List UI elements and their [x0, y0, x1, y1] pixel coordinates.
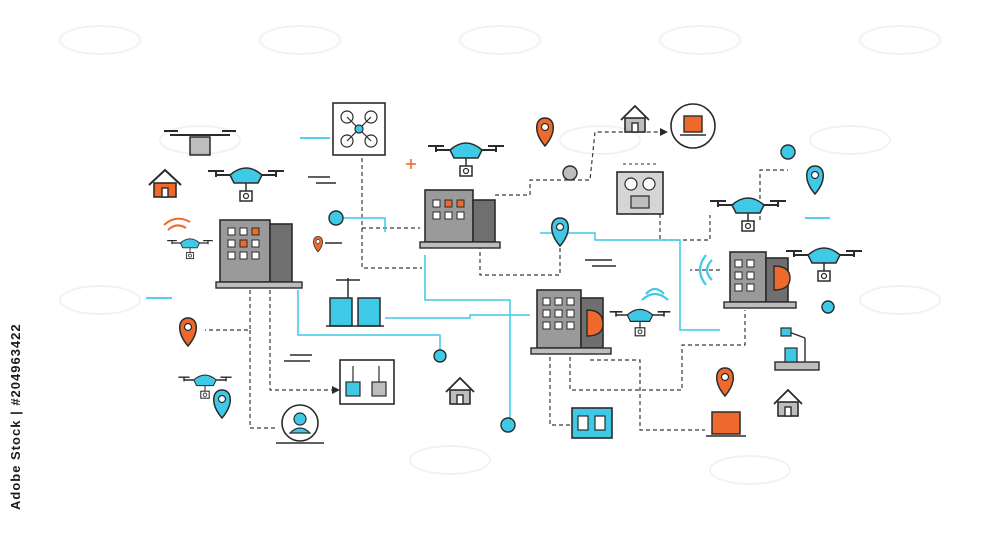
office-building-icon — [215, 219, 303, 289]
map-pin-icon — [313, 236, 323, 253]
wifi-signal-icon — [641, 254, 713, 301]
house-icon — [148, 168, 182, 198]
delivery-box-icon — [670, 103, 716, 149]
package-drone-icon — [164, 130, 236, 156]
drone-icon — [608, 308, 672, 337]
stock-id-text: Adobe Stock | #204963422 — [8, 323, 23, 510]
drone-schematic-icon — [332, 102, 386, 156]
arrowheads — [332, 128, 668, 394]
package-icon — [706, 411, 746, 437]
circuit-chip-icon — [571, 407, 613, 439]
sparkle-icon — [406, 159, 416, 169]
house-icon — [620, 105, 650, 133]
network-nodes — [328, 144, 835, 433]
office-building-icon — [723, 251, 797, 309]
house-icon — [445, 377, 475, 405]
cyan-connectors — [297, 217, 720, 420]
user-icon — [276, 404, 324, 444]
machine-panel-icon — [339, 359, 395, 405]
dashed-connectors — [205, 131, 788, 431]
map-pin-icon — [715, 367, 735, 397]
office-building-icon — [419, 189, 501, 249]
house-icon — [773, 389, 803, 417]
radio-tower-icon — [326, 278, 384, 327]
drone-icon — [207, 167, 285, 202]
drone-icon — [427, 142, 505, 177]
robot-arm-icon — [774, 327, 820, 371]
drone-icon — [166, 238, 214, 260]
control-panel-icon — [616, 163, 664, 215]
map-pin-icon — [550, 217, 570, 247]
wifi-signal-icon — [163, 217, 191, 231]
motion-lines — [146, 137, 830, 299]
map-pin-icon — [212, 389, 232, 419]
map-pin-icon — [178, 317, 198, 347]
map-pin-icon — [805, 165, 825, 195]
office-building-icon — [530, 289, 612, 355]
drone-icon — [785, 247, 863, 282]
motion-lines-dark — [284, 176, 616, 362]
stock-id-label: Adobe Stock | #204963422 — [8, 300, 28, 510]
map-pin-icon — [535, 117, 555, 147]
drone-icon — [709, 197, 787, 232]
